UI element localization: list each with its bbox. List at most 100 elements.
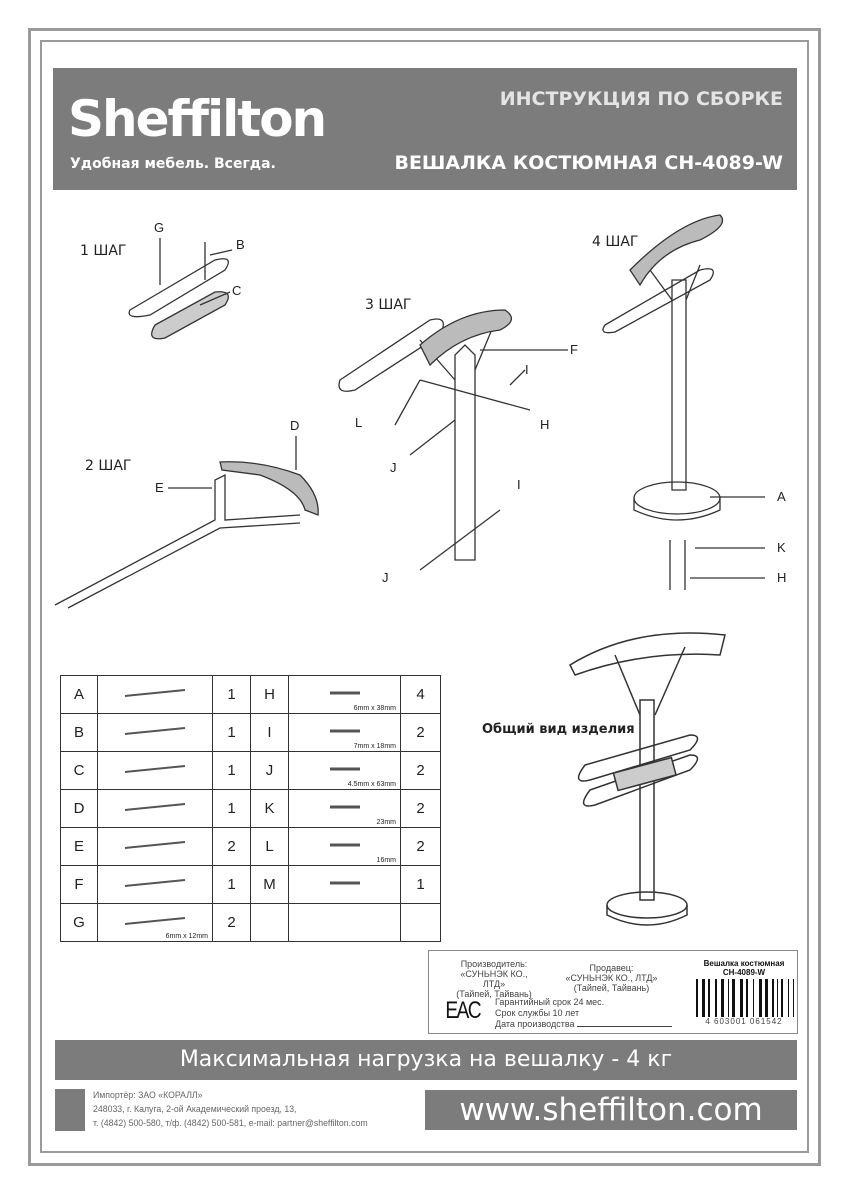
production-date-text: Дата производства [495,1019,575,1029]
part-qty [400,903,441,942]
part-drawing [124,764,186,773]
part-qty: 2 [400,827,441,866]
part-qty: 2 [212,827,251,866]
part-letter [250,903,289,942]
part-qty: 1 [212,675,251,714]
part-letter: I [250,713,289,752]
barcode-bar [775,979,776,1017]
part-qty: 2 [400,751,441,790]
part-drawing [329,843,360,846]
max-load-banner: Максимальная нагрузка на вешалку - 4 кг [55,1040,797,1080]
part-drawing [329,767,360,770]
callout-l: L [355,415,363,430]
barcode-bar [759,979,762,1017]
part-drawing [124,726,186,735]
part-size: 23mm [376,819,396,826]
warranty-text: Гарантийный срок 24 мес. [495,997,605,1007]
address-line: 248033, г. Калуга, 2-ой Академический пр… [93,1104,297,1115]
callout-h: H [540,417,550,432]
part-drawing [124,878,186,887]
barcode-bar [708,979,710,1017]
step-4-label: 4 ШАГ [592,234,639,250]
barcode-bar [749,979,752,1017]
barcode-bar [702,979,705,1017]
maker-label: Производитель: [460,959,528,969]
outer-frame [28,28,821,1166]
part-drawing [124,688,186,697]
part-size: 6mm x 12mm [165,933,208,940]
production-date-label: Дата производства [495,1019,673,1030]
part-image [288,903,401,942]
barcode-bar [732,979,735,1017]
barcode-number: 4 603001 061542 [705,1017,783,1026]
part-qty: 2 [400,713,441,752]
part-image [97,865,213,904]
step-1-drawing [128,238,233,340]
barcode-bar [740,979,743,1017]
part-image: 16mm [288,827,401,866]
part-image [288,865,401,904]
part-letter: B [60,713,98,752]
barcode-bar [765,979,768,1017]
barcode-bar [755,979,758,1017]
barcode [696,979,794,1017]
part-image [97,789,213,828]
callout-i: I [525,362,529,377]
part-size: 6mm x 38mm [353,705,396,712]
part-letter: A [60,675,98,714]
part-qty: 2 [400,789,441,828]
barcode-bar [696,979,698,1017]
part-image: 23mm [288,789,401,828]
callout-f: F [570,342,578,357]
part-size: 4.5mm x 63mm [347,781,396,788]
barcode-bar [730,979,731,1017]
part-letter: E [60,827,98,866]
barcode-bar [718,979,720,1017]
step-2-drawing [54,436,319,609]
barcode-bar [781,979,783,1017]
step-3-drawing [338,309,568,571]
callout-k: K [777,540,786,555]
step-2-label: 2 ШАГ [85,458,132,474]
part-image: 4.5mm x 63mm [288,751,401,790]
barcode-bar [790,979,792,1017]
part-image [97,713,213,752]
overview-label: Общий вид изделия [482,722,635,737]
overview-drawing [569,632,726,926]
importer-line: Импортёр: ЗАО «КОРАЛЛ» [93,1090,203,1101]
importer-address: Импортёр: ЗАО «КОРАЛЛ» 248033, г. Калуга… [93,1089,368,1131]
callout-j-2: J [382,570,389,585]
callout-c: C [232,283,242,298]
barcode-bar [788,979,789,1017]
part-letter: D [60,789,98,828]
header-bar: Sheffilton Удобная мебель. Всегда. ИНСТР… [53,68,797,190]
callout-i-2: I [517,477,521,492]
part-letter: C [60,751,98,790]
barcode-bar [706,979,707,1017]
part-letter: K [250,789,289,828]
maker-name: «СУНЬНЭК КО., ЛТД» [460,969,528,989]
website-banner[interactable]: www.sheffilton.com [425,1090,797,1130]
eac-mark: EAC [445,997,481,1024]
barcode-bar [769,979,771,1017]
seller-label: Продавец: [589,963,634,973]
part-image: 6mm x 12mm [97,903,213,942]
barcode-bar [793,979,794,1017]
part-drawing [329,729,360,732]
seller-location: (Тайпей, Тайвань) [573,983,650,993]
product-name: Вешалка костюмная [703,959,785,968]
part-drawing [329,691,360,694]
part-drawing [124,916,186,925]
product-code: CH-4089-W [722,968,766,977]
part-image [97,751,213,790]
part-letter: L [250,827,289,866]
product-title: ВЕШАЛКА КОСТЮМНАЯ CH-4089-W [394,152,783,174]
part-letter: M [250,865,289,904]
part-qty: 1 [212,865,251,904]
barcode-bar [777,979,778,1017]
